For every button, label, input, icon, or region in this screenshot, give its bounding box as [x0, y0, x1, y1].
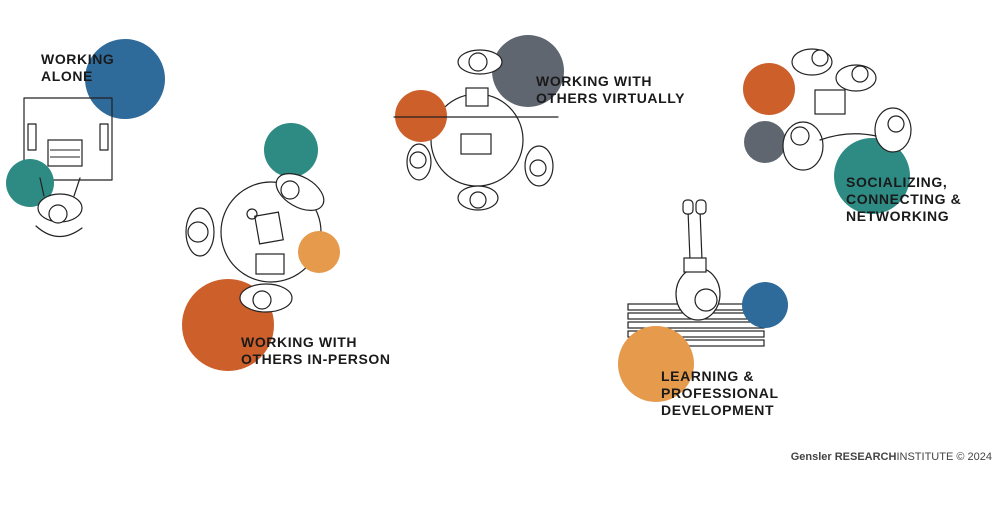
- credit-rest: INSTITUTE: [896, 451, 954, 463]
- orange-light-circle: [618, 326, 694, 402]
- label-learning: LEARNING & PROFESSIONAL DEVELOPMENT: [661, 368, 779, 419]
- cup: [246, 208, 258, 220]
- monitor: [47, 139, 83, 167]
- label-line: PROFESSIONAL: [661, 385, 779, 401]
- side-tray-left: [27, 123, 37, 151]
- chair-base: [35, 225, 83, 238]
- box: [814, 89, 846, 115]
- handshake: [819, 133, 877, 141]
- label-line: SOCIALIZING,: [846, 174, 948, 190]
- legs: [687, 209, 703, 261]
- label-line: WORKING WITH: [536, 73, 653, 89]
- label-line: ALONE: [41, 68, 93, 84]
- feet-left: [682, 199, 694, 215]
- book: [683, 257, 707, 273]
- label-line: NETWORKING: [846, 208, 950, 224]
- credit-line: Gensler RESEARCHINSTITUTE © 2024: [791, 451, 992, 463]
- label-socializing: SOCIALIZING, CONNECTING & NETWORKING: [846, 174, 961, 225]
- label-line: DEVELOPMENT: [661, 402, 775, 418]
- notepad: [465, 87, 489, 107]
- credit-copyright: © 2024: [956, 451, 992, 463]
- label-line: OTHERS IN-PERSON: [241, 351, 391, 367]
- label-line: OTHERS VIRTUALLY: [536, 90, 686, 106]
- head: [694, 288, 718, 312]
- working-alone-illustration: [6, 39, 165, 238]
- laptop: [460, 133, 492, 155]
- blue-circle: [85, 39, 165, 119]
- credit-strong: RESEARCH: [834, 451, 897, 463]
- label-working-alone: WORKING ALONE: [41, 51, 114, 85]
- person-head: [48, 204, 68, 224]
- orange-dark-circle: [743, 63, 795, 115]
- label-line: WORKING: [41, 51, 115, 67]
- desk: [23, 97, 113, 181]
- feet-right: [695, 199, 707, 215]
- slate-circle: [492, 35, 564, 107]
- label-virtual: WORKING WITH OTHERS VIRTUALLY: [536, 73, 685, 107]
- orange-dark-circle: [395, 90, 447, 142]
- socializing-illustration: [743, 48, 912, 214]
- side-tray-right: [99, 123, 109, 151]
- teal-circle: [834, 138, 910, 214]
- credit-brand: Gensler: [790, 451, 832, 463]
- label-in-person: WORKING WITH OTHERS IN-PERSON: [241, 334, 391, 368]
- blue-circle: [742, 282, 788, 328]
- learning-illustration: [618, 199, 788, 402]
- in-person-illustration: [182, 123, 340, 371]
- virtual-illustration: [393, 35, 564, 211]
- teal-circle: [264, 123, 318, 177]
- orange-light-circle: [298, 231, 340, 273]
- teal-circle: [6, 159, 54, 207]
- label-line: WORKING WITH: [241, 334, 358, 350]
- label-line: LEARNING &: [661, 368, 755, 384]
- label-line: CONNECTING &: [846, 191, 962, 207]
- tablet-1: [254, 211, 284, 245]
- tablet-2: [255, 253, 285, 275]
- slate-circle: [744, 121, 786, 163]
